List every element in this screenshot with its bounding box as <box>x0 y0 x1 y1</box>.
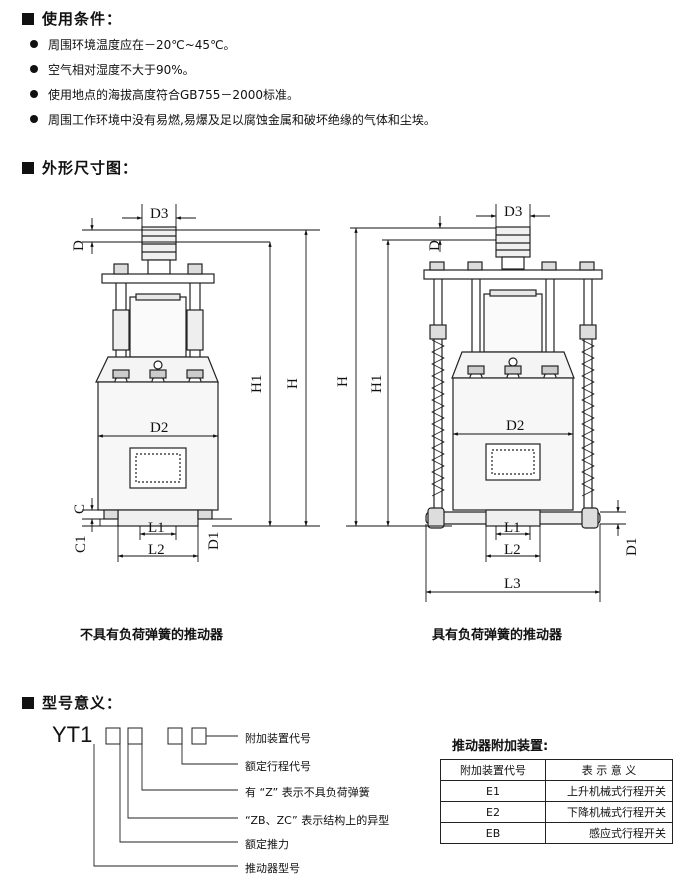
dim-label-d3: D3 <box>504 204 522 220</box>
square-bullet-icon <box>22 162 34 174</box>
bullet-dot-icon <box>30 65 38 73</box>
table-header-cell: 附加装置代号 <box>440 759 546 781</box>
bullet-dot-icon <box>30 40 38 48</box>
square-bullet-icon <box>22 697 34 709</box>
condition-item: 使用地点的海拔高度符合GB755－2000标准。 <box>30 86 299 103</box>
model-label: 额定行程代号 <box>245 760 311 773</box>
dim-label-d: D <box>71 240 87 251</box>
dimensions-heading: 外形尺寸图： <box>22 157 138 178</box>
accessory-table: 附加装置代号 表 示 意 义 E1 上升机械式行程开关 E2 下降机械式行程开关… <box>440 759 673 844</box>
table-row: E1 上升机械式行程开关 <box>440 780 673 802</box>
code-box <box>167 727 183 745</box>
conditions-title: 使用条件： <box>42 10 123 28</box>
dim-label-l2: L2 <box>148 542 165 558</box>
dim-label-c: C <box>72 504 88 514</box>
bullet-dot-icon <box>30 115 38 123</box>
left-drawing-caption: 不具有负荷弹簧的推动器 <box>80 628 224 643</box>
condition-text: 空气相对湿度不大于90%。 <box>48 63 195 77</box>
model-label: 额定推力 <box>245 838 289 851</box>
dim-label-d2: D2 <box>506 418 524 434</box>
right-actuator-drawing <box>423 226 603 529</box>
dim-label-d2: D2 <box>150 420 168 436</box>
dim-label-d: D <box>427 240 443 251</box>
table-row: E2 下降机械式行程开关 <box>440 801 673 823</box>
dim-label-h1: H1 <box>249 375 265 393</box>
dim-label-d1: D1 <box>206 532 222 550</box>
accessory-title: 推动器附加装置: <box>452 739 549 754</box>
table-cell-meaning: 感应式行程开关 <box>545 822 673 844</box>
table-row: EB 感应式行程开关 <box>440 822 673 844</box>
code-box <box>105 727 121 745</box>
dim-label-c1: C1 <box>73 535 89 553</box>
table-header-row: 附加装置代号 表 示 意 义 <box>440 759 673 781</box>
condition-text: 周围环境温度应在－20℃~45℃。 <box>48 38 236 52</box>
model-label: 推动器型号 <box>245 862 300 875</box>
dimension-drawings: D3 D H1 H D2 C C1 L1 L2 D1 <box>71 204 640 602</box>
model-label: 附加装置代号 <box>245 732 311 745</box>
model-diagram <box>93 727 238 867</box>
condition-text: 使用地点的海拔高度符合GB755－2000标准。 <box>48 88 299 102</box>
right-dimension-lines <box>346 204 626 602</box>
left-actuator-drawing <box>95 226 219 527</box>
right-drawing-caption: 具有负荷弹簧的推动器 <box>432 628 563 643</box>
code-box <box>191 727 207 745</box>
dim-label-l2: L2 <box>504 542 521 558</box>
dim-label-l3: L3 <box>504 576 521 592</box>
table-cell-meaning: 上升机械式行程开关 <box>545 780 673 802</box>
table-cell-code: E2 <box>440 801 546 823</box>
dim-label-h: H <box>285 378 301 389</box>
dim-label-d1: D1 <box>624 538 640 556</box>
bullet-dot-icon <box>30 90 38 98</box>
left-dimension-lines <box>82 204 320 562</box>
model-code: YT1 <box>52 722 93 747</box>
dim-label-d3: D3 <box>150 206 168 222</box>
model-label: 有 “Z” 表示不具负荷弹簧 <box>245 786 370 799</box>
condition-text: 周围工作环境中没有易燃,易爆及足以腐蚀金属和破坏绝缘的气体和尘埃。 <box>48 113 436 127</box>
dim-label-l1: L1 <box>148 520 165 536</box>
condition-item: 空气相对湿度不大于90%。 <box>30 61 195 78</box>
model-title: 型号意义： <box>42 694 123 712</box>
condition-item: 周围工作环境中没有易燃,易爆及足以腐蚀金属和破坏绝缘的气体和尘埃。 <box>30 111 436 128</box>
condition-item: 周围环境温度应在－20℃~45℃。 <box>30 36 236 53</box>
table-cell-code: EB <box>440 822 546 844</box>
model-label: “ZB、ZC” 表示结构上的异型 <box>245 814 390 827</box>
dim-label-l1: L1 <box>504 520 521 536</box>
conditions-heading: 使用条件： <box>22 8 122 29</box>
dimensions-title: 外形尺寸图： <box>42 159 139 177</box>
table-cell-meaning: 下降机械式行程开关 <box>545 801 673 823</box>
dim-label-h: H <box>335 376 351 387</box>
dim-label-h1: H1 <box>369 375 385 393</box>
square-bullet-icon <box>22 13 34 25</box>
table-header-cell: 表 示 意 义 <box>545 759 673 781</box>
table-cell-code: E1 <box>440 780 546 802</box>
code-box <box>127 727 143 745</box>
model-heading: 型号意义： <box>22 692 122 713</box>
